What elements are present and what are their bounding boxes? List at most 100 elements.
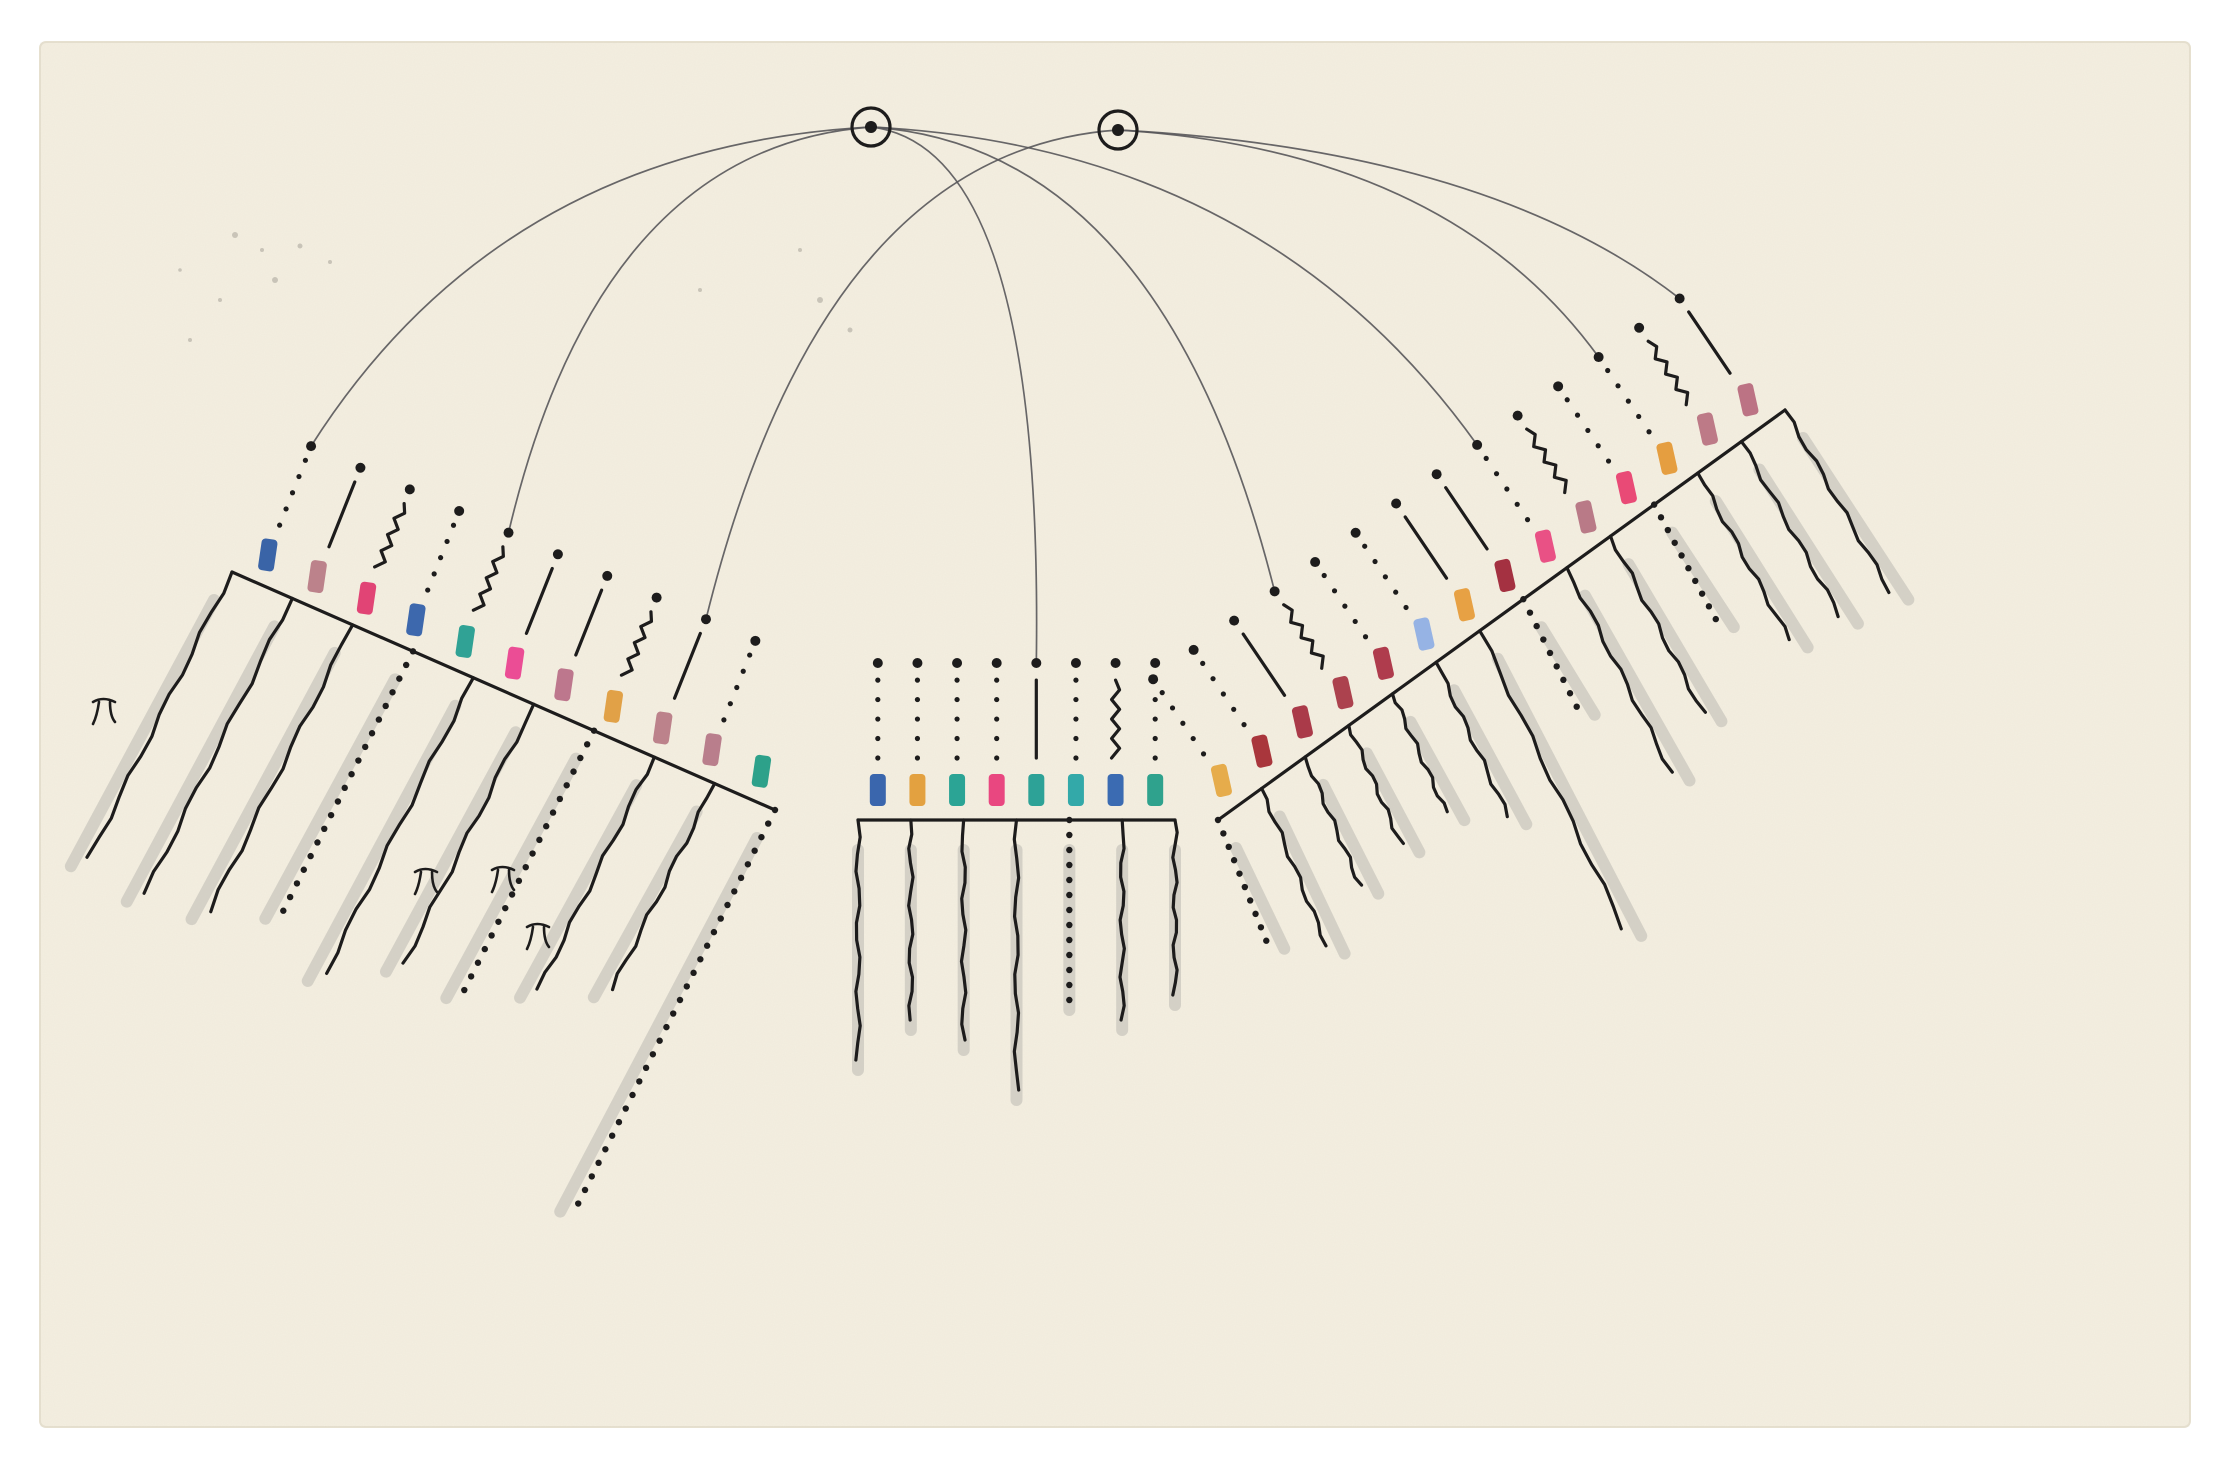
- right-foot-dot: [1263, 937, 1270, 944]
- right-foot-dot: [1540, 636, 1547, 643]
- left-foot-dot: [293, 880, 301, 887]
- right-foot-dot: [1657, 514, 1665, 521]
- right-pin-head: [1512, 410, 1523, 421]
- right-pin-head: [1229, 615, 1240, 626]
- left-foot-dot: [515, 877, 523, 885]
- right-base-bar: [1216, 408, 1787, 822]
- right-foot-dot: [1678, 552, 1685, 559]
- right-pin-dot: [1504, 486, 1510, 492]
- left-foot-shadow: [64, 594, 220, 873]
- right-pin-dot: [1615, 383, 1621, 389]
- middle-pin-dot: [994, 716, 1000, 722]
- right-group: [1148, 293, 1891, 948]
- right-color-mark: [1210, 763, 1232, 798]
- middle-pin-head: [912, 658, 923, 668]
- right-foot-shadow: [1753, 463, 1864, 630]
- eye-pupil: [1112, 124, 1124, 136]
- right-foot-line: [1303, 755, 1364, 887]
- left-pin-dot: [721, 717, 727, 723]
- left-foot-dot: [724, 901, 731, 909]
- right-pin-dot: [1646, 429, 1652, 435]
- right-foot-dot: [1225, 843, 1232, 851]
- left-foot-dot: [375, 716, 383, 723]
- right-pin-dot: [1362, 634, 1369, 640]
- right-foot-shadow: [1360, 747, 1426, 859]
- right-pin-head: [1269, 586, 1280, 597]
- right-pin-dot: [1321, 572, 1327, 579]
- right-pin-dot: [1595, 443, 1601, 449]
- right-foot-dot: [1546, 649, 1554, 657]
- right-foot-line: [1478, 629, 1623, 931]
- left-foot-dot: [629, 1091, 636, 1099]
- left-foot-dot: [368, 730, 376, 737]
- left-pin-dot: [450, 522, 457, 528]
- right-pin-dot: [1382, 574, 1388, 580]
- middle-pin-dot: [1073, 735, 1079, 742]
- middle-foot-dot: [1066, 936, 1073, 944]
- left-foot-dot: [502, 904, 509, 912]
- right-pin-dot: [1483, 455, 1489, 461]
- left-pin-line: [672, 631, 702, 700]
- middle-foot-dot: [1066, 981, 1073, 989]
- middle-foot-dot: [1066, 816, 1073, 824]
- left-foot-dot: [622, 1105, 629, 1112]
- right-color-mark: [1575, 500, 1597, 534]
- left-foot-dot: [731, 888, 738, 895]
- middle-pin-dot: [1073, 696, 1079, 703]
- left-foot-dot: [737, 874, 745, 882]
- right-pin-head: [1310, 557, 1321, 568]
- right-foot-line: [1390, 692, 1449, 814]
- right-foot-shadow: [1666, 526, 1740, 634]
- left-foot-shadow: [259, 673, 401, 925]
- right-pin-dot: [1190, 735, 1196, 742]
- smudge-marks: [178, 232, 853, 342]
- right-pin-dot: [1564, 397, 1570, 403]
- middle-color-mark: [949, 774, 966, 806]
- eye-pupil: [865, 121, 877, 133]
- left-foot-dot: [522, 863, 529, 871]
- right-foot-shadow: [1317, 778, 1385, 900]
- middle-foot-line: [959, 818, 968, 1042]
- left-pin-head: [355, 462, 366, 473]
- left-pin-head: [454, 506, 465, 517]
- left-foot-dot: [536, 836, 543, 844]
- middle-pin-wave: [1109, 678, 1122, 760]
- left-foot-dot: [758, 833, 765, 841]
- left-foot-dot: [608, 1132, 616, 1139]
- left-color-mark: [603, 689, 624, 723]
- left-base-bar: [230, 570, 777, 812]
- left-pin-dot: [289, 490, 296, 496]
- left-pin-dot: [438, 555, 444, 561]
- left-foot-line: [209, 623, 355, 914]
- pi-glyph: [525, 922, 551, 951]
- left-foot-dot: [703, 942, 711, 949]
- left-foot-dot: [717, 915, 724, 922]
- left-foot-shadow: [587, 805, 703, 1004]
- middle-color-mark: [1107, 774, 1124, 806]
- right-foot-dot: [1560, 676, 1567, 684]
- right-pin-dot: [1514, 501, 1520, 507]
- right-color-mark: [1737, 383, 1759, 417]
- right-color-mark: [1696, 412, 1718, 446]
- middle-foot-line: [854, 818, 862, 1062]
- left-foot-dot: [307, 852, 314, 860]
- left-foot-dot: [467, 973, 475, 980]
- left-color-mark: [258, 538, 278, 572]
- right-pin-wave: [1525, 427, 1568, 495]
- right-foot-shadow: [1230, 842, 1291, 955]
- middle-pin-dot: [1152, 755, 1158, 761]
- right-pin-head: [1148, 674, 1159, 685]
- left-foot-dot: [663, 1023, 670, 1031]
- middle-foot-line: [1012, 818, 1021, 1092]
- left-foot-dot: [670, 1010, 677, 1017]
- left-pin-dot: [734, 684, 740, 691]
- right-foot-line: [1783, 408, 1891, 595]
- right-foot-dot: [1214, 816, 1222, 824]
- left-pin-head: [602, 570, 613, 581]
- middle-pin-dot: [994, 735, 1000, 742]
- left-pin-dot: [296, 473, 302, 480]
- right-foot-shadow: [1491, 652, 1648, 942]
- right-pin-dot: [1493, 471, 1500, 477]
- right-color-mark: [1615, 471, 1637, 505]
- right-pin-dot: [1524, 517, 1531, 523]
